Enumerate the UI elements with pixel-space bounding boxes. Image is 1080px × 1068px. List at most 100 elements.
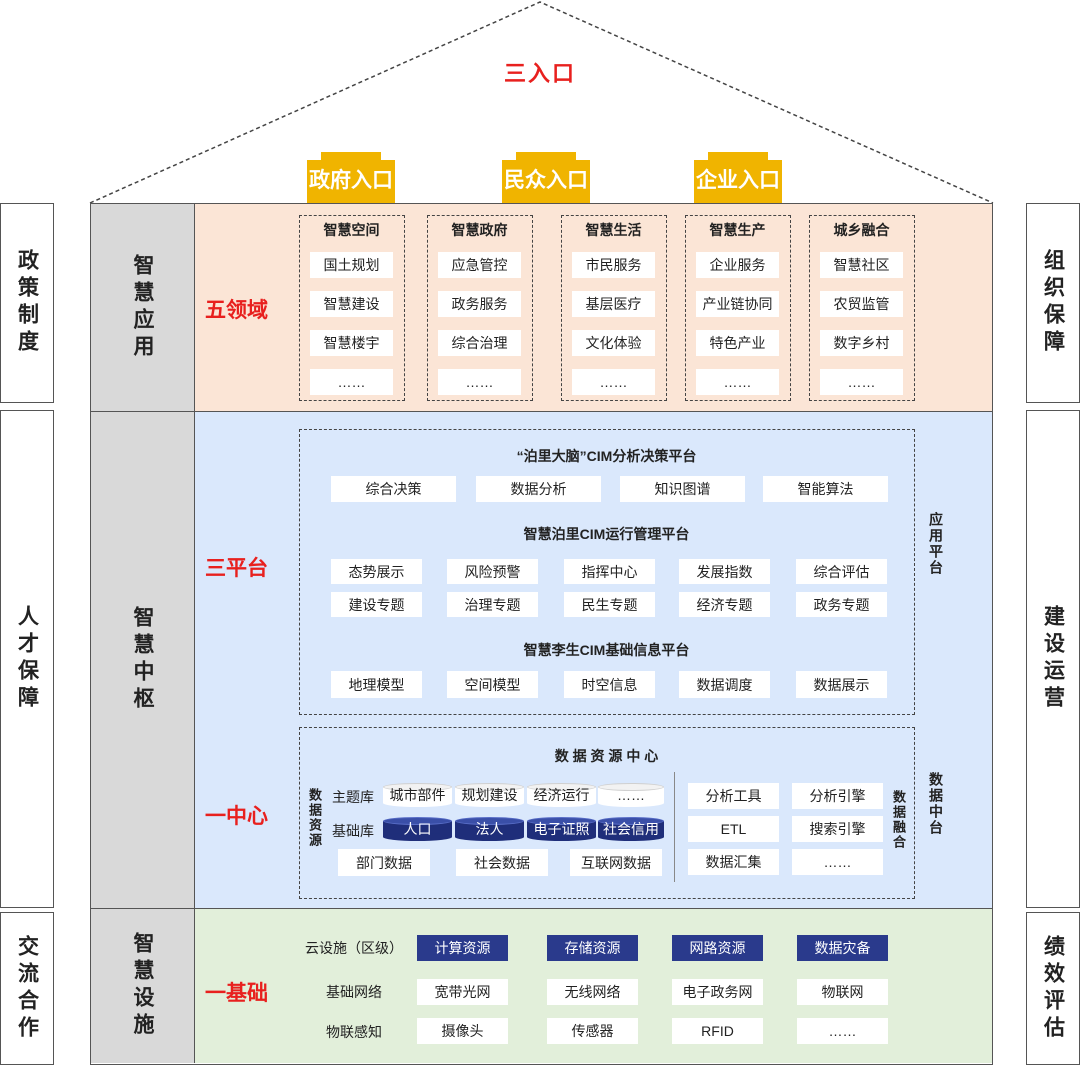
domain-item[interactable]: 政务服务	[438, 291, 521, 317]
platform-item[interactable]: 数据分析	[476, 476, 601, 502]
platform-item[interactable]: 指挥中心	[564, 559, 655, 584]
platform-item[interactable]: 时空信息	[564, 671, 655, 698]
network-item[interactable]: 宽带光网	[417, 979, 508, 1005]
cylinder-label: 规划建设	[461, 787, 518, 803]
domain-item[interactable]: 产业链协同	[696, 291, 779, 317]
application-band: 五领域 智慧空间 国土规划 智慧建设 智慧楼宇 …… 智慧政府 应急管控 政务服…	[195, 204, 992, 411]
platform-item[interactable]: 数据调度	[679, 671, 770, 698]
infra-layer-label-cell: 智慧设施	[91, 908, 195, 1063]
fusion-tool[interactable]: 分析引擎	[792, 783, 883, 809]
base-cylinder[interactable]: 人口	[383, 817, 452, 841]
domain-item[interactable]: ……	[438, 369, 521, 395]
domain-column-production: 智慧生产 企业服务 产业链协同 特色产业 ……	[685, 215, 791, 401]
network-item[interactable]: 物联网	[797, 979, 888, 1005]
sensing-item[interactable]: RFID	[672, 1018, 763, 1044]
theme-cylinder[interactable]: 经济运行	[527, 783, 596, 807]
domain-item[interactable]: 特色产业	[696, 330, 779, 356]
platform-item[interactable]: 经济专题	[679, 592, 770, 617]
domain-item[interactable]: ……	[696, 369, 779, 395]
domain-item[interactable]: 国土规划	[310, 252, 393, 278]
left-pillar-talent: 人才保障	[0, 410, 54, 908]
cloud-resource-item[interactable]: 数据灾备	[797, 935, 888, 961]
domain-item[interactable]: 数字乡村	[820, 330, 903, 356]
one-center-title: 一中心	[205, 805, 268, 828]
domain-item[interactable]: ……	[572, 369, 655, 395]
public-entrance-gate[interactable]: 民众入口	[494, 152, 598, 204]
domain-item[interactable]: 应急管控	[438, 252, 521, 278]
base-cylinder[interactable]: 电子证照	[527, 817, 596, 841]
platform-item[interactable]: 空间模型	[447, 671, 538, 698]
pillar-label: 交流合作	[15, 934, 39, 1043]
platform-item[interactable]: 政务专题	[796, 592, 887, 617]
cylinder-label: ……	[617, 787, 645, 803]
pillar-label: 绩效评估	[1041, 934, 1065, 1043]
platform-item[interactable]: 数据展示	[796, 671, 887, 698]
domain-column-government: 智慧政府 应急管控 政务服务 综合治理 ……	[427, 215, 533, 401]
domain-item[interactable]: 智慧社区	[820, 252, 903, 278]
platforms-area: “泊里大脑”CIM分析决策平台 综合决策 数据分析 知识图谱 智能算法 智慧泊里…	[299, 429, 915, 715]
platform-item[interactable]: 民生专题	[564, 592, 655, 617]
platform-title-operation: 智慧泊里CIM运行管理平台	[523, 526, 690, 542]
domain-item[interactable]: ……	[820, 369, 903, 395]
data-center-title: 数 据 资 源 中 心	[554, 748, 659, 764]
right-pillar-performance: 绩效评估	[1026, 912, 1080, 1065]
infra-row-label: 物联感知	[326, 1024, 382, 1040]
data-source-item[interactable]: 社会数据	[456, 849, 548, 876]
fusion-tool[interactable]: 搜索引擎	[792, 816, 883, 842]
sensing-item[interactable]: 摄像头	[417, 1018, 508, 1044]
domain-item[interactable]: ……	[310, 369, 393, 395]
domain-item[interactable]: 智慧建设	[310, 291, 393, 317]
divider	[91, 908, 992, 909]
domain-item[interactable]: 农贸监管	[820, 291, 903, 317]
fusion-tool[interactable]: ETL	[688, 816, 779, 842]
right-pillar-organization: 组织保障	[1026, 203, 1080, 403]
platform-item[interactable]: 知识图谱	[620, 476, 745, 502]
domain-item[interactable]: 综合治理	[438, 330, 521, 356]
data-source-item[interactable]: 互联网数据	[570, 849, 662, 876]
hub-layer-label: 智慧中枢	[131, 606, 154, 714]
platform-item[interactable]: 风险预警	[447, 559, 538, 584]
platform-item[interactable]: 地理模型	[331, 671, 422, 698]
cylinder-label: 法人	[475, 821, 504, 837]
sensing-item[interactable]: 传感器	[547, 1018, 638, 1044]
cloud-resource-item[interactable]: 计算资源	[417, 935, 508, 961]
infra-row-label: 云设施（区级）	[305, 940, 403, 956]
theme-cylinder[interactable]: ……	[598, 783, 664, 807]
network-item[interactable]: 无线网络	[547, 979, 638, 1005]
fusion-tool[interactable]: 分析工具	[688, 783, 779, 809]
domain-column-life: 智慧生活 市民服务 基层医疗 文化体验 ……	[561, 215, 667, 401]
platform-item[interactable]: 态势展示	[331, 559, 422, 584]
domain-head: 智慧生产	[709, 222, 766, 238]
domain-item[interactable]: 基层医疗	[572, 291, 655, 317]
public-entrance-label: 民众入口	[504, 169, 588, 192]
theme-cylinder[interactable]: 城市部件	[383, 783, 452, 807]
domain-item[interactable]: 企业服务	[696, 252, 779, 278]
fusion-tool[interactable]: ……	[792, 849, 883, 875]
data-source-item[interactable]: 部门数据	[338, 849, 430, 876]
platform-item[interactable]: 发展指数	[679, 559, 770, 584]
domain-item[interactable]: 市民服务	[572, 252, 655, 278]
domain-item[interactable]: 文化体验	[572, 330, 655, 356]
platform-item[interactable]: 综合评估	[796, 559, 887, 584]
platform-item[interactable]: 建设专题	[331, 592, 422, 617]
cloud-resource-item[interactable]: 存储资源	[547, 935, 638, 961]
fusion-tool[interactable]: 数据汇集	[688, 849, 779, 875]
domain-column-space: 智慧空间 国土规划 智慧建设 智慧楼宇 ……	[299, 215, 405, 401]
three-platforms-title: 三平台	[205, 557, 268, 580]
platform-item[interactable]: 综合决策	[331, 476, 456, 502]
sensing-item[interactable]: ……	[797, 1018, 888, 1044]
platform-item[interactable]: 智能算法	[763, 476, 888, 502]
enterprise-entrance-gate[interactable]: 企业入口	[686, 152, 790, 204]
theme-cylinder[interactable]: 规划建设	[455, 783, 524, 807]
cylinder-label: 电子证照	[533, 821, 590, 837]
platform-item[interactable]: 治理专题	[447, 592, 538, 617]
domain-item[interactable]: 智慧楼宇	[310, 330, 393, 356]
cylinder-label: 社会信用	[603, 821, 659, 837]
network-item[interactable]: 电子政务网	[672, 979, 763, 1005]
theme-library-label: 主题库	[332, 789, 374, 805]
gov-entrance-gate[interactable]: 政府入口	[299, 152, 403, 204]
base-cylinder[interactable]: 社会信用	[598, 817, 664, 841]
cloud-resource-item[interactable]: 网路资源	[672, 935, 763, 961]
base-cylinder[interactable]: 法人	[455, 817, 524, 841]
left-pillar-policy: 政策制度	[0, 203, 54, 403]
